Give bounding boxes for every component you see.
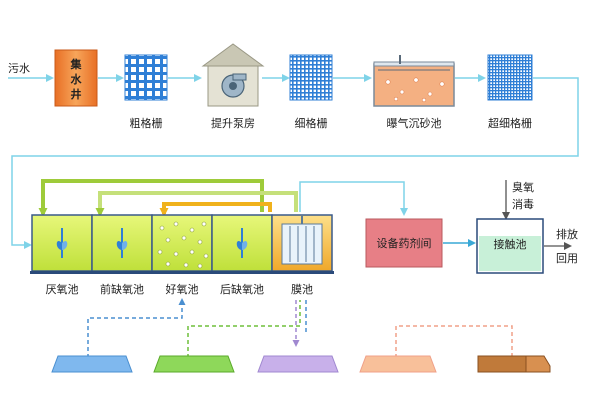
- fine-screen-icon: [289, 54, 333, 101]
- tank-label: 膜池: [291, 283, 313, 296]
- tank-label: 厌氧池: [46, 282, 79, 296]
- return-flow-yellow: [159, 202, 272, 217]
- contact-tank: 接触池: [476, 218, 544, 274]
- ultrafine-screen-icon: [487, 54, 533, 101]
- return-flow-green-outer: [38, 179, 264, 217]
- coarse-screen-label: 粗格栅: [130, 116, 163, 130]
- tank-post-anoxic: 后缺氧池: [211, 214, 273, 296]
- ultrafine-screen-label: 超细格栅: [488, 116, 532, 130]
- mixer-icon: [236, 228, 248, 258]
- ozone-label-2: 消毒: [512, 197, 534, 211]
- contact-tank-label: 接触池: [494, 237, 527, 251]
- dosing-room-label: 设备药剂间: [377, 236, 432, 250]
- collect-well-label-3: 井: [71, 87, 82, 101]
- outlet-discharge-label: 排放: [556, 227, 578, 241]
- truck-icon: [477, 355, 551, 373]
- biological-row: 厌氧池 前缺氧池 好氧池: [30, 179, 408, 296]
- tank-aerobic: 好氧池: [151, 214, 213, 296]
- return-flow-green-inner: [95, 191, 298, 217]
- tank-label: 前缺氧池: [100, 282, 144, 296]
- coarse-screen: 粗格栅: [124, 54, 168, 130]
- bubbles-icon: [385, 77, 445, 103]
- dashed-line-blue: [87, 298, 186, 358]
- bottom-unit-green: [153, 355, 235, 373]
- tank-base: [30, 271, 334, 274]
- collect-well: 集 水 井: [54, 49, 98, 107]
- tank-membrane: 膜池: [271, 214, 333, 296]
- bubbles-icon: [157, 221, 209, 269]
- ozone-label-1: 臭氧: [512, 180, 534, 194]
- tank-label: 好氧池: [166, 282, 199, 296]
- tank-anaerobic: 厌氧池: [31, 214, 93, 296]
- grit-chamber-label: 曝气沉砂池: [387, 116, 442, 130]
- row-connector-arrow: [11, 77, 579, 249]
- tank-pre-anoxic: 前缺氧池: [91, 214, 153, 296]
- dashed-line-green: [187, 300, 301, 358]
- outlet-reuse-label: 回用: [556, 252, 578, 265]
- bottom-row: [51, 298, 551, 373]
- membrane-icon: [281, 216, 323, 265]
- coarse-screen-icon: [124, 54, 168, 101]
- bottom-unit-purple: [257, 355, 339, 373]
- fine-screen: 细格栅: [289, 54, 333, 130]
- collect-well-label-1: 集: [70, 57, 83, 71]
- dashed-line-pink: [395, 325, 513, 358]
- grit-chamber: 曝气沉砂池: [373, 55, 455, 130]
- bottom-unit-blue: [51, 355, 133, 373]
- pump-house-label: 提升泵房: [211, 117, 255, 130]
- membrane-to-dosing-arrow: [299, 181, 408, 216]
- mixer-icon: [116, 228, 128, 258]
- disinfection-row: 设备药剂间 臭氧 消毒 接触池 排放 回用: [365, 180, 578, 274]
- inlet-label: 污水: [8, 62, 30, 75]
- mixer-icon: [56, 228, 68, 258]
- ultrafine-screen: 超细格栅: [487, 54, 533, 130]
- dosing-room: 设备药剂间: [365, 218, 443, 268]
- pretreatment-row: 污水 集 水 井 粗格栅 提升泵房 细格栅: [8, 43, 579, 249]
- bottom-unit-orange: [359, 355, 437, 373]
- tank-label: 后缺氧池: [220, 282, 264, 296]
- collect-well-label-2: 水: [71, 72, 83, 86]
- pump-house: 提升泵房: [201, 43, 265, 130]
- fine-screen-label: 细格栅: [295, 116, 328, 130]
